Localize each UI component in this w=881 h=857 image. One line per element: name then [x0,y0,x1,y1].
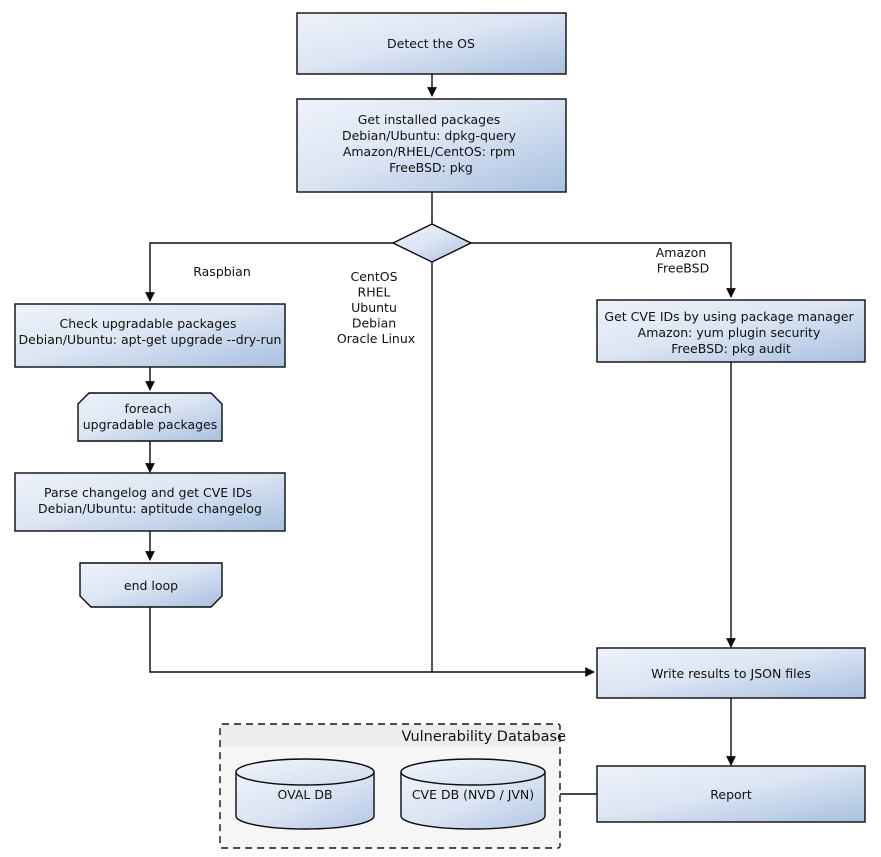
group-title: Vulnerability Database [402,729,567,745]
node-parse-changelog[interactable]: Parse changelog and get CVE IDs Debian/U… [14,472,286,532]
node-label: Write results to JSON files [651,666,811,681]
node-label: Check upgradable packages Debian/Ubuntu:… [19,316,282,347]
node-check-upgradable-packages[interactable]: Check upgradable packages Debian/Ubuntu:… [14,303,286,368]
node-foreach-loop-start[interactable]: foreach upgradable packages [77,392,223,442]
edge-labels: Raspbian CentOS RHEL Ubuntu Debian Oracl… [193,245,711,346]
node-label: Detect the OS [387,36,475,51]
node-label: foreach upgradable packages [83,401,218,432]
edge-label-amazon-freebsd: Amazon FreeBSD [656,245,711,276]
node-label: Parse changelog and get CVE IDs Debian/U… [38,485,262,516]
edge-label-raspbian: Raspbian [193,264,251,279]
node-detect-the-os[interactable]: Detect the OS [296,12,567,75]
group-header-band [221,725,559,746]
node-oval-db[interactable]: OVAL DB [235,758,375,830]
node-report[interactable]: Report [596,765,866,823]
node-label: OVAL DB [277,787,332,802]
node-label: end loop [124,578,178,593]
edge-decision-left-raspbian [145,242,393,302]
node-os-decision[interactable] [391,223,473,263]
node-end-loop[interactable]: end loop [79,562,223,608]
edge-label-center-oses: CentOS RHEL Ubuntu Debian Oracle Linux [337,269,415,346]
node-write-results[interactable]: Write results to JSON files [596,647,866,699]
node-label: Report [710,787,752,802]
edge-endloop-to-write [149,607,595,677]
node-label: Get installed packages Debian/Ubuntu: dp… [342,112,520,175]
node-cve-db[interactable]: CVE DB (NVD / JVN) [400,758,546,830]
node-label: CVE DB (NVD / JVN) [412,787,534,802]
node-get-installed-packages[interactable]: Get installed packages Debian/Ubuntu: dp… [296,98,567,193]
node-label: Get CVE IDs by using package manager Ama… [604,309,857,356]
edge-decision-right [471,242,736,298]
node-get-cve-ids[interactable]: Get CVE IDs by using package manager Ama… [596,299,866,363]
